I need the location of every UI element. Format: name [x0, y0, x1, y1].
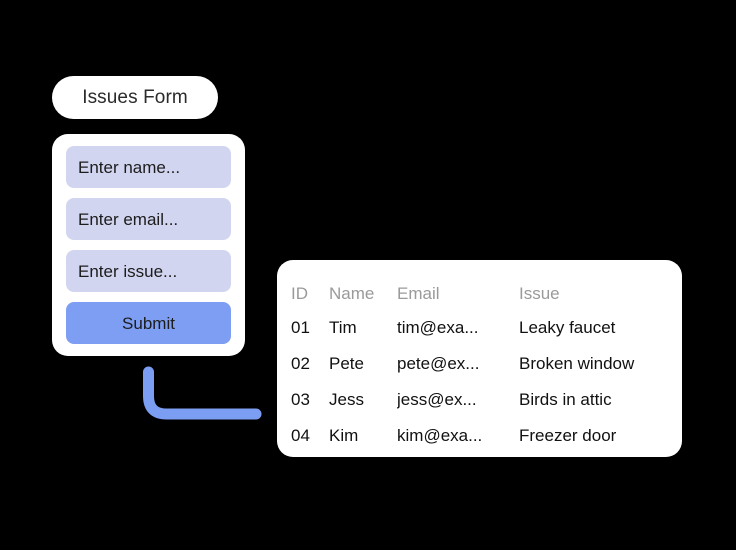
email-field[interactable]: Enter email... [66, 198, 231, 240]
cell-id: 04 [291, 426, 310, 445]
issues-table: ID Name Email Issue 01 Tim tim@exa... Le… [291, 278, 668, 454]
cell-email: kim@exa... [397, 426, 483, 445]
cell-issue: Birds in attic [519, 390, 612, 409]
cell-id: 03 [291, 390, 310, 409]
table-header-row: ID Name Email Issue [291, 278, 668, 310]
cell-email: jess@ex... [397, 390, 477, 409]
column-header-email: Email [397, 284, 440, 303]
cell-name: Pete [329, 354, 364, 373]
cell-id: 02 [291, 354, 310, 373]
table-row[interactable]: 04 Kim kim@exa... Freezer door [291, 418, 668, 454]
table-row[interactable]: 01 Tim tim@exa... Leaky faucet [291, 310, 668, 346]
cell-id: 01 [291, 318, 310, 337]
form-title-pill: Issues Form [52, 76, 218, 119]
cell-email: pete@ex... [397, 354, 480, 373]
table-header: ID Name Email Issue [291, 278, 668, 310]
elbow-arrow-icon [143, 366, 262, 420]
cell-name: Jess [329, 390, 364, 409]
table-row[interactable]: 02 Pete pete@ex... Broken window [291, 346, 668, 382]
email-field-placeholder: Enter email... [78, 209, 179, 229]
column-header-issue: Issue [519, 284, 560, 303]
cell-email: tim@exa... [397, 318, 479, 337]
cell-issue: Freezer door [519, 426, 617, 445]
cell-name: Kim [329, 426, 359, 445]
submit-button-label: Submit [122, 313, 175, 333]
column-header-name: Name [329, 284, 375, 303]
cell-issue: Broken window [519, 354, 635, 373]
issue-field-placeholder: Enter issue... [78, 261, 178, 281]
submit-button[interactable]: Submit [66, 302, 231, 344]
table-body: 01 Tim tim@exa... Leaky faucet 02 Pete p… [291, 310, 668, 454]
issues-form-card: Enter name... Enter email... Enter issue… [52, 134, 245, 356]
form-title-text: Issues Form [82, 87, 188, 108]
table-row[interactable]: 03 Jess jess@ex... Birds in attic [291, 382, 668, 418]
cell-issue: Leaky faucet [519, 318, 616, 337]
issues-table-card: ID Name Email Issue 01 Tim tim@exa... Le… [277, 260, 682, 457]
cell-name: Tim [329, 318, 357, 337]
name-field-placeholder: Enter name... [78, 157, 181, 177]
column-header-id: ID [291, 284, 308, 303]
issue-field[interactable]: Enter issue... [66, 250, 231, 292]
name-field[interactable]: Enter name... [66, 146, 231, 188]
